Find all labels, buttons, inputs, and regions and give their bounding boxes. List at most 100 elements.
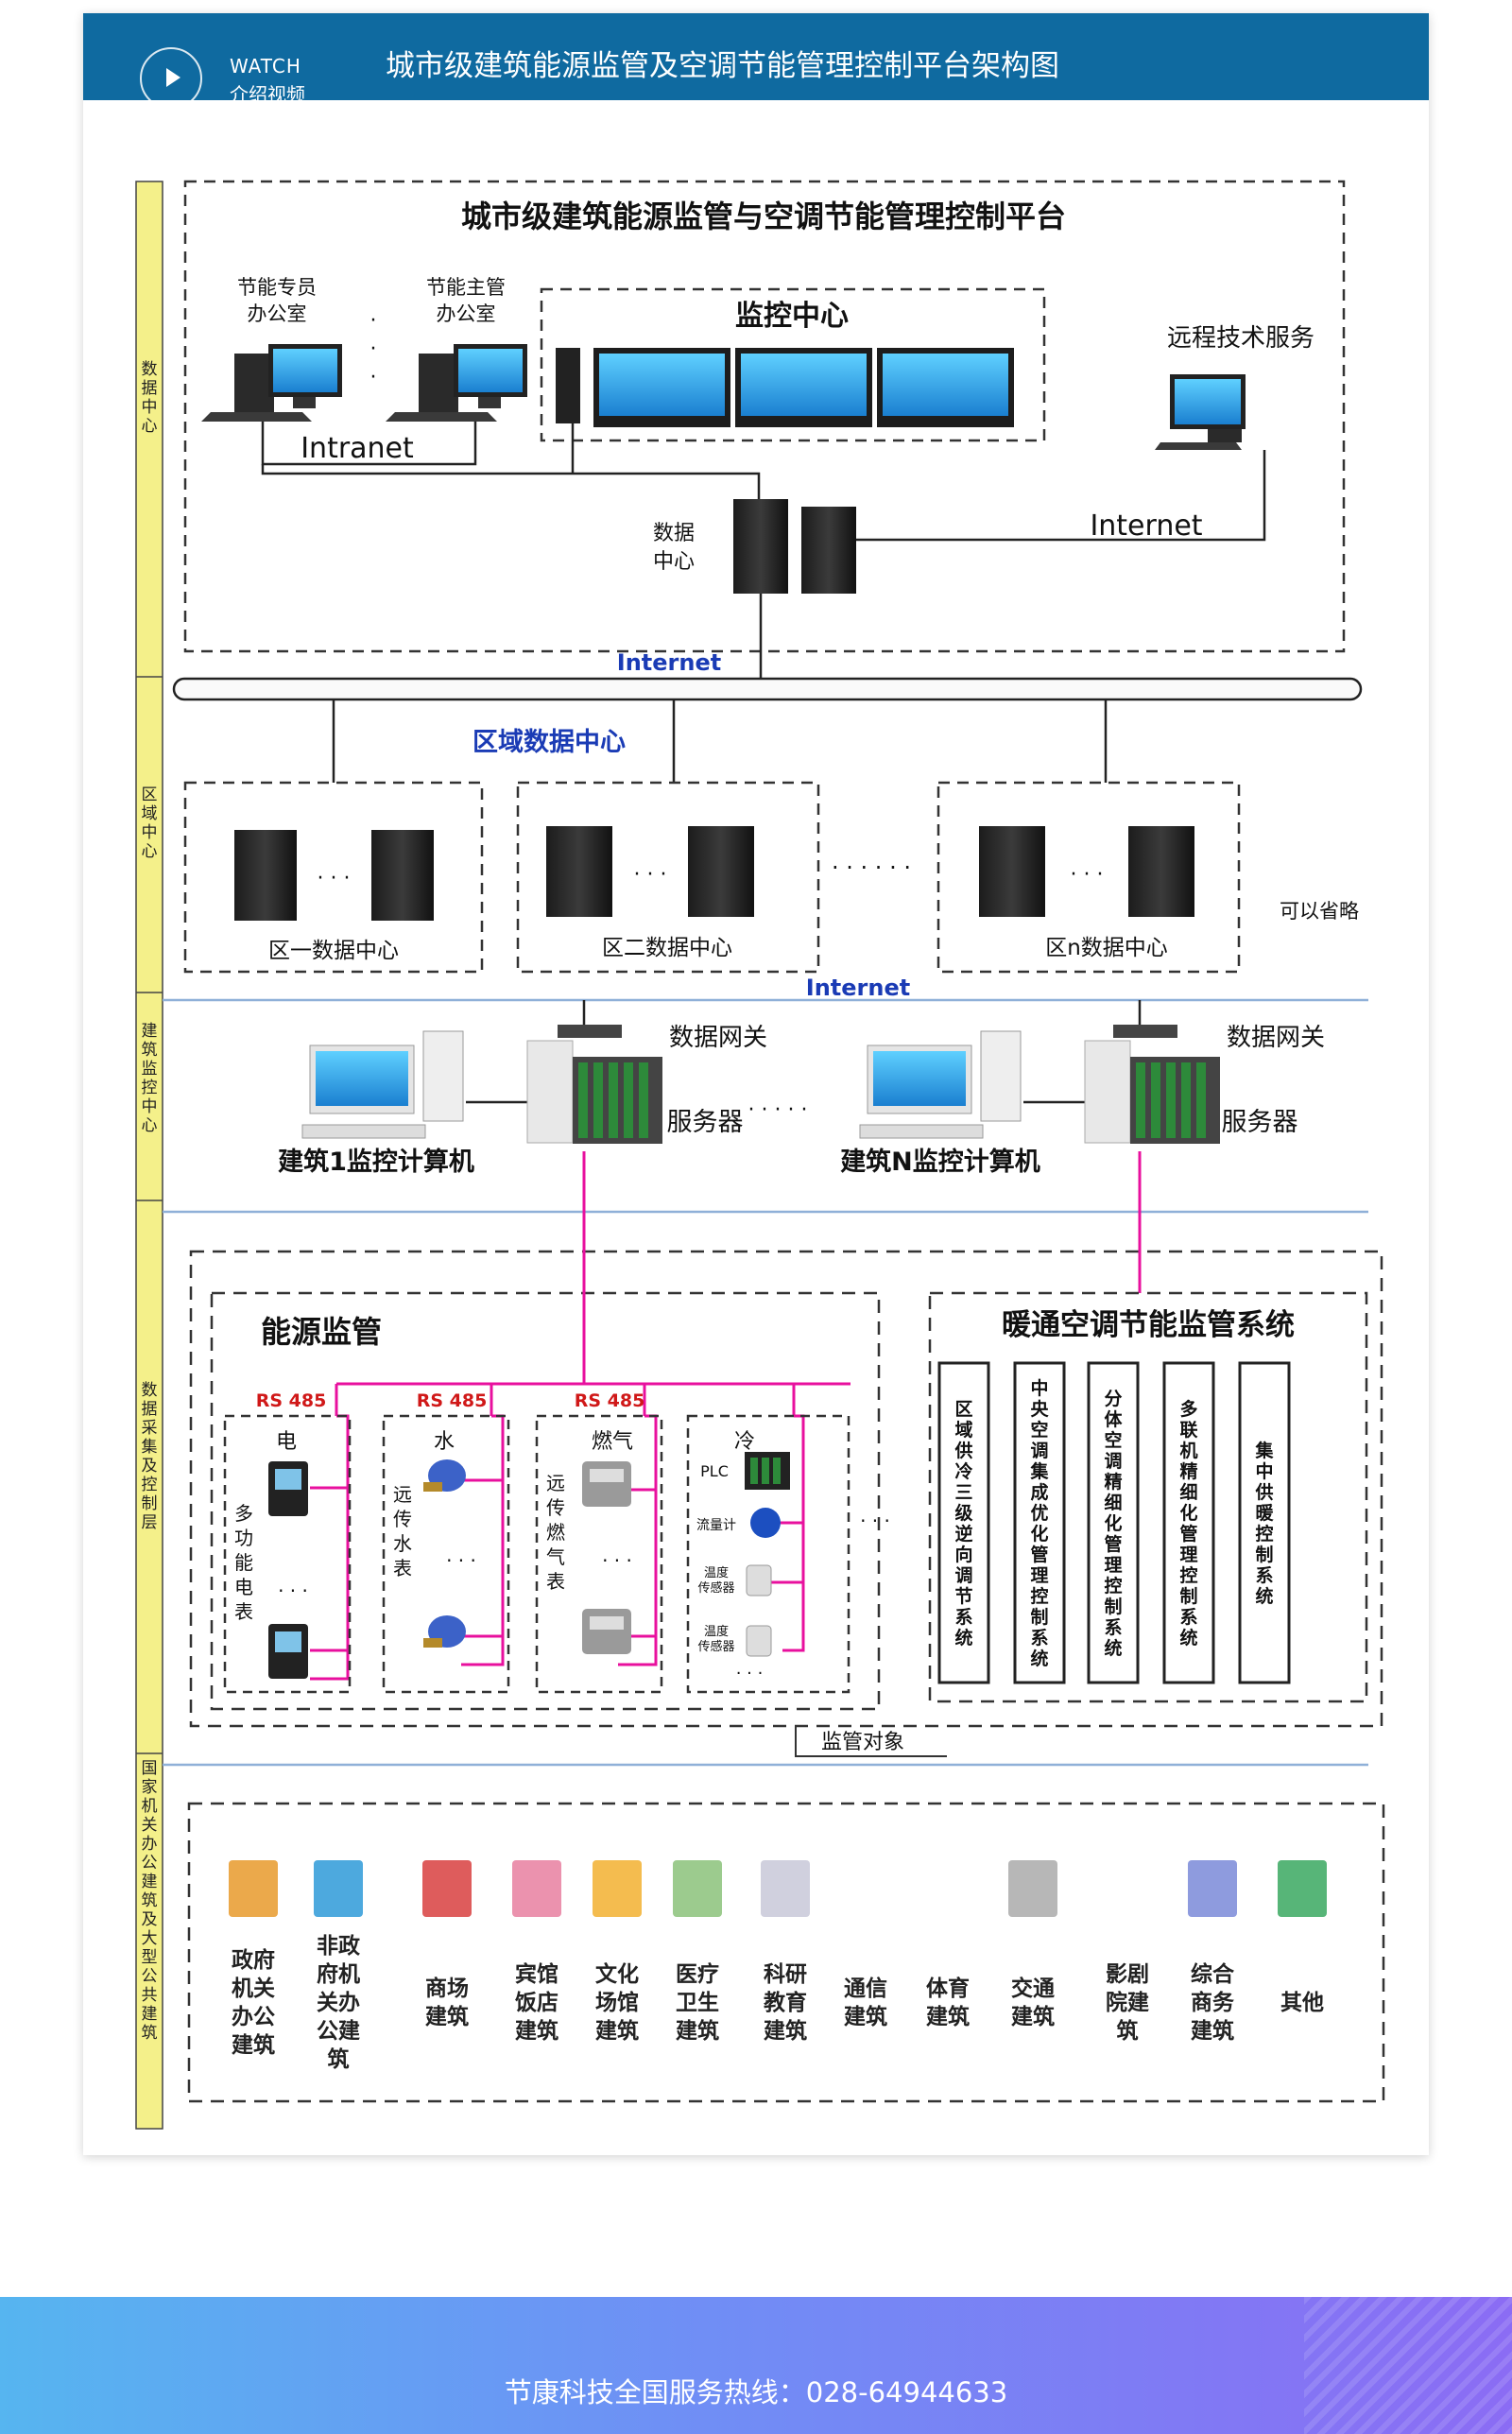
water-meter-icon xyxy=(423,1459,466,1492)
cold-box xyxy=(686,1414,850,1694)
regionN-center: · · · 区n数据中心 xyxy=(936,781,1241,974)
bus-internet-label: Internet xyxy=(617,649,721,676)
monitor-center-label: 监控中心 xyxy=(735,300,849,333)
pc-icon xyxy=(201,344,342,422)
gateway-label: 数据网关 xyxy=(669,1024,767,1052)
platform-title: 城市级建筑能源监管与空调节能管理控制平台 xyxy=(461,199,1066,234)
electric-meter-icon xyxy=(268,1461,308,1516)
regions-dots: · · · · · · xyxy=(832,854,911,881)
building-type-label: 卫生 xyxy=(676,1991,719,2015)
building-type-label: 筑 xyxy=(1117,2018,1139,2044)
svg-text:传: 传 xyxy=(393,1508,412,1530)
building-type-label: 建筑 xyxy=(764,2018,807,2044)
temp-sensor-icon xyxy=(746,1625,772,1657)
svg-text:· · ·: · · · xyxy=(446,1549,476,1572)
building-type-label: 交通 xyxy=(1011,1976,1055,2001)
building-type-label: 建筑 xyxy=(425,2004,469,2029)
svg-text:· · ·: · · · xyxy=(318,867,351,890)
svg-text:· · ·: · · · xyxy=(634,863,667,887)
svg-text:电: 电 xyxy=(234,1576,253,1598)
buildings-box xyxy=(187,1802,1385,2103)
watch-label[interactable]: WATCH xyxy=(230,55,301,78)
building-icon xyxy=(673,1860,722,1917)
region1-center: · · · 区一数据中心 xyxy=(183,781,484,974)
water-box xyxy=(382,1414,510,1694)
building-type-label: 其他 xyxy=(1280,1991,1324,2015)
server-cabinet-icon xyxy=(1084,1040,1131,1144)
building-icon xyxy=(1008,1860,1057,1917)
building-type-label: 建筑 xyxy=(1011,2004,1055,2029)
hvac-system-column xyxy=(1087,1361,1140,1684)
svg-text:表: 表 xyxy=(234,1600,253,1623)
building-type-label: 医疗 xyxy=(676,1961,719,1987)
buildingN-group: 数据网关 服务器 建筑N监控计算机 xyxy=(840,1000,1325,1177)
layer-label-region: 区域中心 xyxy=(142,785,158,861)
energy-box xyxy=(210,1291,881,1711)
building-icon xyxy=(512,1860,561,1917)
temp-sensor-label: 温度 xyxy=(704,1624,729,1639)
water-meter-label: 远 xyxy=(393,1483,412,1506)
building-type-label: 办公 xyxy=(232,2005,275,2029)
building-type-label: 关办 xyxy=(317,1990,360,2015)
svg-text:气: 气 xyxy=(546,1545,565,1568)
play-video-button[interactable] xyxy=(140,47,202,100)
building-type-label: 通信 xyxy=(844,1976,887,2001)
building-type-label: 商务 xyxy=(1191,1990,1235,2015)
acquisition-outer-box xyxy=(189,1250,1383,1728)
datacenter-rack-icon xyxy=(801,507,856,594)
building-type-label: 筑 xyxy=(328,2046,350,2072)
gateway-icon xyxy=(1113,1025,1177,1038)
dots: · xyxy=(370,366,377,389)
regional-title: 区域数据中心 xyxy=(472,728,626,757)
video-label[interactable]: 介绍视频 xyxy=(230,83,305,100)
rs485-label: RS 485 xyxy=(575,1390,645,1411)
plc-label: PLC xyxy=(700,1462,729,1480)
pcN-label: 建筑N监控计算机 xyxy=(840,1147,1040,1177)
svg-text:· · ·: · · · xyxy=(860,1510,890,1532)
remote-pc-icon xyxy=(1155,374,1246,450)
building-dots: · · · · · xyxy=(748,1098,808,1122)
building-type-label: 文化 xyxy=(595,1961,639,1987)
electric-label: 电 xyxy=(276,1430,297,1454)
building-type-label: 府机 xyxy=(317,1961,360,1987)
hvac-box xyxy=(928,1291,1368,1703)
building-type-label: 科研 xyxy=(764,1962,807,1987)
temp-sensor-icon xyxy=(746,1564,772,1597)
office1-label: 节能专员 xyxy=(237,276,317,299)
supervised-label: 监管对象 xyxy=(821,1731,904,1754)
hvac-system-label: 分体空调精细化管理控制系统 xyxy=(1104,1389,1123,1659)
monitor-screen-icon xyxy=(735,348,872,427)
building-icon xyxy=(422,1860,472,1917)
building-type-label: 宾馆 xyxy=(515,1961,558,1987)
building-icon xyxy=(1278,1860,1327,1917)
building-type-label: 体育 xyxy=(926,1976,970,2001)
flowmeter-icon xyxy=(750,1508,781,1538)
flowmeter-label: 流量计 xyxy=(696,1518,736,1533)
svg-text:· · ·: · · · xyxy=(278,1580,308,1602)
gateway-icon xyxy=(558,1025,622,1038)
monitor-center-box xyxy=(540,287,1046,442)
layer-label-public-buildings: 国家机关办公建筑及大型公共建筑 xyxy=(142,1759,158,2043)
building-type-label: 建筑 xyxy=(595,2018,639,2044)
region2-center: · · · 区二数据中心 xyxy=(516,781,820,974)
server-cabinet-icon xyxy=(526,1040,574,1144)
hvac-system-column xyxy=(1162,1361,1215,1684)
pc1-label: 建筑1监控计算机 xyxy=(278,1147,474,1177)
building-type-label: 政府 xyxy=(232,1947,275,1973)
svg-text:传感器: 传感器 xyxy=(697,1639,734,1654)
datacenter-rack-icon xyxy=(733,499,788,594)
svg-text:功: 功 xyxy=(234,1527,253,1549)
region1-label: 区一数据中心 xyxy=(268,939,399,963)
elec-meter-label: 多 xyxy=(234,1502,253,1525)
monitor-screen-icon xyxy=(877,348,1014,427)
dots: · xyxy=(370,337,377,361)
layer-sidebar: 数据中心 区域中心 建筑监控中心 数据采集及控制层 国家机关办公建筑及大型公共建… xyxy=(135,181,163,2130)
datacenter-label: 中心 xyxy=(653,550,695,574)
building-type-label: 建筑 xyxy=(515,2018,558,2044)
building-type-label: 综合 xyxy=(1191,1961,1235,1987)
hvac-title: 暖通空调节能监管系统 xyxy=(1002,1308,1295,1342)
service-hotline: 节康科技全国服务热线：028-64944633 xyxy=(504,2376,1008,2408)
regional-internet-label: Internet xyxy=(806,975,910,1001)
svg-text:传感器: 传感器 xyxy=(697,1580,734,1596)
layer-label-building: 建筑监控中心 xyxy=(142,1022,158,1135)
